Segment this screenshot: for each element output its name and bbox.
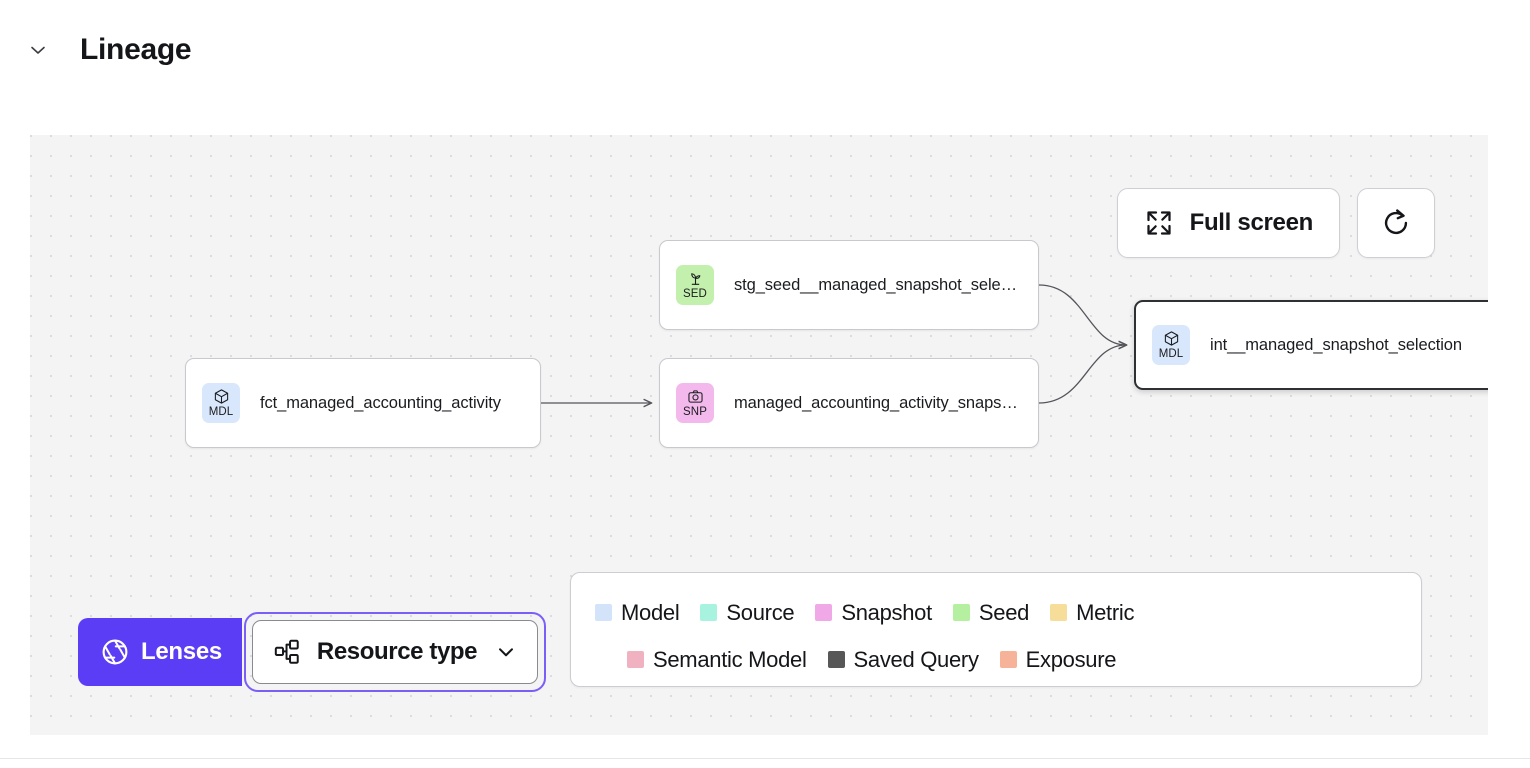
- legend-item-snapshot: Snapshot: [815, 600, 932, 626]
- resource-badge-abbr: MDL: [208, 406, 234, 418]
- fullscreen-label: Full screen: [1189, 209, 1314, 236]
- legend-item-semantic-model: Semantic Model: [627, 647, 807, 673]
- bottom-divider: [0, 758, 1530, 759]
- legend-label: Seed: [978, 599, 1030, 625]
- legend-label: Snapshot: [841, 599, 932, 625]
- fullscreen-button[interactable]: Full screen: [1116, 188, 1340, 258]
- legend-item-model: Model: [595, 599, 680, 626]
- resource-badge-abbr: SNP: [683, 406, 707, 418]
- lineage-node-int-managed-snapshot-selection[interactable]: MDL int__managed_snapshot_selection: [1134, 300, 1488, 390]
- legend-item-exposure: Exposure: [999, 646, 1117, 673]
- legend-item-saved-query: Saved Query: [827, 646, 979, 673]
- resource-badge-seed: SED: [676, 265, 714, 305]
- legend-label: Metric: [1076, 599, 1135, 625]
- resource-type-focus-ring: Resource type: [243, 612, 547, 692]
- sprout-icon: [690, 273, 700, 285]
- page-title: Lineage: [80, 33, 192, 66]
- resource-badge-model: MDL: [1152, 325, 1190, 365]
- legend-label: Exposure: [1025, 646, 1117, 672]
- lineage-node-fct-managed-accounting-activity[interactable]: MDL fct_managed_accounting_activity: [185, 358, 541, 448]
- lineage-node-stg-seed-managed-snapshot-selection[interactable]: SED stg_seed__managed_snapshot_selecti..…: [659, 240, 1039, 330]
- lenses-label: Lenses: [141, 638, 222, 665]
- refresh-icon: [1384, 209, 1408, 235]
- legend-swatch-exposure: [999, 651, 1017, 668]
- resource-badge-snapshot: SNP: [676, 383, 714, 423]
- legend-item-source: Source: [700, 599, 795, 626]
- expand-icon: [1146, 211, 1171, 235]
- legend-swatch-metric: [1050, 604, 1068, 621]
- legend-label: Saved Query: [853, 646, 979, 672]
- lineage-section-header: Lineage: [0, 0, 1530, 100]
- chevron-down-icon: [499, 648, 514, 657]
- lineage-graph-canvas[interactable]: MDL fct_managed_accounting_activity SED …: [30, 135, 1488, 735]
- legend-label: Semantic Model: [653, 646, 807, 672]
- legend-row-primary: Model Source Snapshot Seed Metric: [595, 589, 1397, 636]
- cube-icon: [1164, 331, 1178, 346]
- canvas-controls: Full screen: [1116, 188, 1435, 258]
- chevron-down-icon[interactable]: [26, 38, 50, 62]
- legend-swatch-snapshot: [815, 604, 833, 621]
- resource-badge-abbr: MDL: [1158, 348, 1184, 360]
- legend-item-seed: Seed: [952, 599, 1030, 626]
- resource-badge-abbr: SED: [683, 288, 707, 300]
- lineage-legend: Model Source Snapshot Seed Metric S: [570, 572, 1422, 687]
- refresh-button[interactable]: [1357, 188, 1435, 258]
- lineage-toolbar: Lenses Resource type: [78, 612, 547, 692]
- aperture-icon: [102, 639, 128, 665]
- cube-icon: [214, 389, 228, 404]
- legend-row-secondary: Semantic Model Saved Query Exposure: [595, 636, 1397, 683]
- lineage-node-managed-accounting-activity-snapshot[interactable]: SNP managed_accounting_activity_snapshot: [659, 358, 1039, 448]
- legend-swatch-model: [595, 604, 612, 621]
- camera-icon: [687, 390, 703, 403]
- sitemap-icon: [274, 639, 299, 664]
- resource-type-label: Resource type: [316, 638, 478, 665]
- legend-swatch-source: [700, 604, 718, 621]
- resource-type-dropdown[interactable]: Resource type: [251, 620, 539, 684]
- lineage-node-label: stg_seed__managed_snapshot_selecti...: [734, 275, 1022, 294]
- lenses-button[interactable]: Lenses: [78, 618, 242, 686]
- legend-swatch-semantic-model: [627, 651, 644, 668]
- legend-label: Source: [726, 599, 795, 625]
- lineage-node-label: managed_accounting_activity_snapshot: [734, 393, 1022, 412]
- legend-swatch-saved-query: [827, 651, 845, 668]
- legend-item-metric: Metric: [1050, 600, 1134, 626]
- resource-badge-model: MDL: [202, 383, 240, 423]
- legend-label: Model: [621, 599, 680, 625]
- lineage-node-label: fct_managed_accounting_activity: [260, 393, 501, 412]
- lineage-node-label: int__managed_snapshot_selection: [1210, 335, 1462, 354]
- legend-swatch-seed: [952, 604, 970, 621]
